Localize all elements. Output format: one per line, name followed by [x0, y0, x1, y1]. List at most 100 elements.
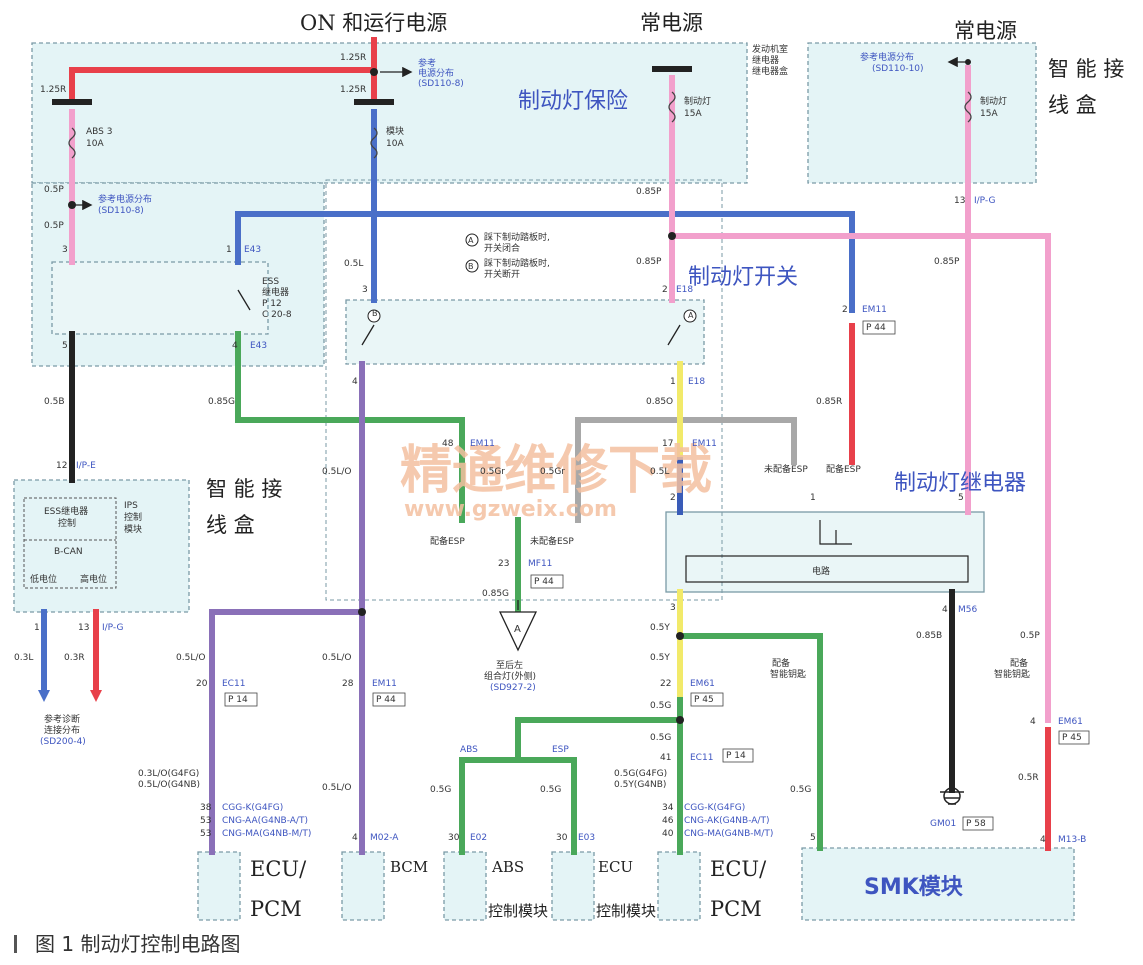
svg-text:ESP: ESP	[552, 745, 569, 755]
caption-text: 图 1 制动灯控制电路图	[35, 932, 241, 956]
svg-text:EM61: EM61	[1058, 717, 1083, 727]
svg-text:1: 1	[34, 623, 40, 633]
svg-text:MF11: MF11	[528, 559, 552, 569]
svg-text:电路: 电路	[812, 565, 830, 577]
svg-text:0.5Gr: 0.5Gr	[540, 467, 565, 477]
svg-text:0.5L: 0.5L	[650, 467, 669, 477]
svg-text:EC11: EC11	[690, 753, 713, 763]
svg-text:0.5L/O: 0.5L/O	[322, 783, 351, 793]
svg-text:41: 41	[660, 753, 671, 763]
svg-text:E18: E18	[676, 285, 693, 295]
smart-box-label-2: 智 能 接	[206, 477, 282, 501]
ecu-pcm-right-2: PCM	[710, 897, 762, 921]
svg-text:0.5R: 0.5R	[1018, 773, 1039, 783]
bcm-box	[341, 851, 385, 921]
fuse-box-left	[31, 42, 748, 184]
svg-text:P 44: P 44	[534, 577, 554, 587]
svg-text:5: 5	[810, 833, 816, 843]
svg-text:EM11: EM11	[470, 439, 495, 449]
svg-text:0.5L/O: 0.5L/O	[176, 653, 205, 663]
svg-text:0.5Y(G4NB): 0.5Y(G4NB)	[614, 780, 666, 790]
svg-text:48: 48	[442, 439, 454, 449]
ecu-pcm-left-box	[197, 851, 241, 921]
svg-text:智能钥匙: 智能钥匙	[770, 668, 806, 680]
brake-relay-box	[665, 511, 985, 593]
svg-text:CNG-AA(G4NB-A/T): CNG-AA(G4NB-A/T)	[222, 816, 308, 826]
svg-text:M13-B: M13-B	[1058, 835, 1086, 845]
svg-text:0.85P: 0.85P	[636, 257, 662, 267]
svg-text:28: 28	[342, 679, 354, 689]
watermark-url: www.gzweix.com	[404, 497, 617, 522]
svg-text:0.5G(G4FG): 0.5G(G4FG)	[614, 769, 667, 779]
svg-text:0.5L: 0.5L	[344, 259, 363, 269]
svg-text:0.5P: 0.5P	[1020, 631, 1040, 641]
brake-switch-label: 制动灯开关	[688, 265, 798, 290]
svg-text:E18: E18	[688, 377, 705, 387]
svg-text:控制: 控制	[124, 511, 142, 523]
svg-text:E43: E43	[250, 341, 267, 351]
svg-text:0.5L/O: 0.5L/O	[322, 467, 351, 477]
svg-text:10A: 10A	[386, 139, 404, 149]
wires	[41, 37, 1051, 855]
bcm-label: BCM	[390, 858, 428, 876]
wire-green-ess	[235, 331, 465, 523]
abs-module-label-2: 控制模块	[488, 902, 548, 920]
svg-text:配备: 配备	[1010, 657, 1028, 669]
svg-text:EC11: EC11	[222, 679, 245, 689]
fuse-bars	[52, 66, 692, 105]
svg-text:参考电源分布: 参考电源分布	[860, 51, 914, 63]
svg-text:ABS 3: ABS 3	[86, 127, 112, 137]
ecu-pcm-left-1: ECU/	[250, 857, 307, 881]
svg-text:EM11: EM11	[692, 439, 717, 449]
svg-text:模块: 模块	[386, 125, 404, 137]
caption-bar	[14, 935, 17, 953]
brake-fuse-label: 制动灯保险	[518, 89, 628, 114]
svg-text:0.85O: 0.85O	[646, 397, 673, 407]
svg-text:0.3R: 0.3R	[64, 653, 85, 663]
svg-text:I/P-G: I/P-G	[974, 196, 995, 206]
svg-text:配备ESP: 配备ESP	[430, 535, 465, 547]
svg-text:0.85P: 0.85P	[934, 257, 960, 267]
svg-text:控制: 控制	[58, 517, 76, 529]
wire-red-top	[69, 67, 377, 105]
svg-text:1.25R: 1.25R	[40, 85, 66, 95]
svg-text:A: A	[688, 311, 694, 320]
svg-text:配备: 配备	[772, 657, 790, 669]
ecu-module-box	[551, 851, 595, 921]
abs-module-label-1: ABS	[491, 858, 524, 876]
svg-text:10A: 10A	[86, 139, 104, 149]
watermark-text: 精通维修下载	[400, 441, 712, 501]
svg-text:B-CAN: B-CAN	[54, 547, 83, 557]
svg-text:P 14: P 14	[228, 695, 248, 705]
svg-text:(SD110-10): (SD110-10)	[872, 64, 924, 74]
svg-text:1: 1	[670, 377, 676, 387]
relay-symbol	[685, 520, 969, 583]
svg-text:E02: E02	[470, 833, 487, 843]
svg-text:0.5G: 0.5G	[790, 785, 811, 795]
svg-text:ABS: ABS	[460, 745, 478, 755]
fuse-symbols	[68, 91, 972, 159]
svg-text:3: 3	[670, 603, 676, 613]
svg-text:53: 53	[200, 829, 211, 839]
svg-text:B: B	[468, 262, 474, 271]
svg-text:2: 2	[670, 493, 676, 503]
svg-text:0.5P: 0.5P	[44, 185, 64, 195]
svg-text:模块: 模块	[124, 523, 142, 535]
ess-relay-box	[51, 261, 269, 335]
svg-text:15A: 15A	[980, 109, 998, 119]
ecu-module-label-1: ECU	[598, 858, 633, 876]
smart-box-label-1b: 线 盒	[1048, 93, 1097, 117]
svg-text:2: 2	[842, 305, 848, 315]
ecu-pcm-right-1: ECU/	[710, 857, 767, 881]
svg-text:0.5G: 0.5G	[650, 701, 671, 711]
svg-text:至后左: 至后左	[496, 659, 523, 671]
svg-text:I/P-G: I/P-G	[102, 623, 123, 633]
svg-text:0.5G: 0.5G	[650, 733, 671, 743]
svg-text:0.85B: 0.85B	[916, 631, 942, 641]
source-constant-2: 常电源	[954, 19, 1017, 43]
svg-text:制动灯: 制动灯	[684, 95, 711, 107]
svg-text:P 58: P 58	[966, 819, 986, 829]
svg-text:IPS: IPS	[124, 501, 138, 511]
svg-text:0.5Y: 0.5Y	[650, 653, 670, 663]
wire-green-esp-branch	[515, 757, 577, 855]
